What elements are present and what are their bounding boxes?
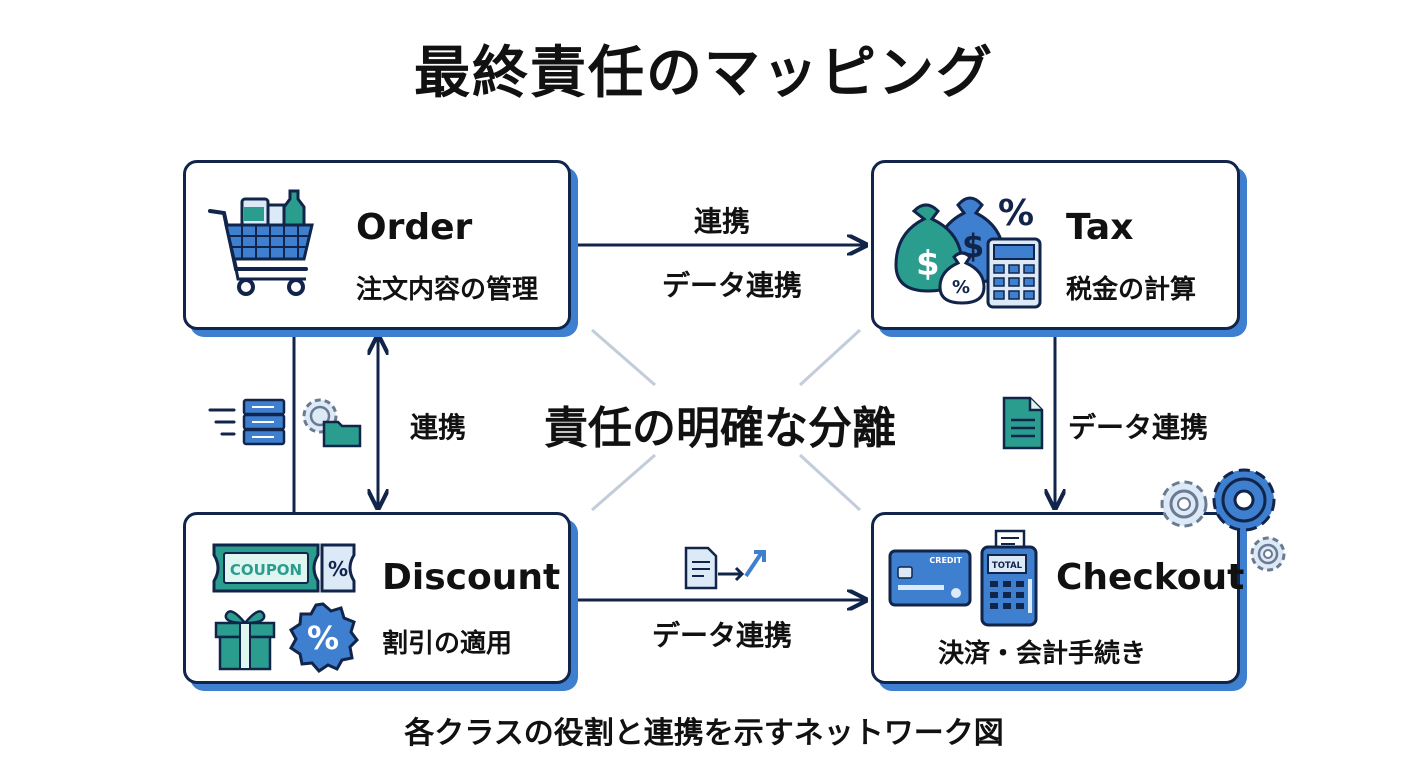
order-subtitle: 注文内容の管理 xyxy=(356,275,539,305)
payment-terminal-icon: TOTAL xyxy=(980,529,1038,627)
diagonal-line-top-right xyxy=(798,328,862,387)
credit-label: CREDIT xyxy=(929,556,962,565)
diagonal-line-top-left xyxy=(591,328,656,387)
percent-badge-label: % xyxy=(307,619,339,657)
order-node: Order 注文内容の管理 xyxy=(183,160,571,330)
discount-subtitle: 割引の適用 xyxy=(382,629,513,659)
diagram-caption: 各クラスの役割と連携を示すネットワーク図 xyxy=(404,716,1004,751)
total-label: TOTAL xyxy=(992,561,1023,571)
center-label: 責任の明確な分離 xyxy=(544,403,896,454)
svg-text:%: % xyxy=(998,193,1034,234)
checkout-title: Checkout xyxy=(1056,557,1245,598)
page-title: 最終責任のマッピング xyxy=(414,41,994,106)
edge-label-order-discount: 連携 xyxy=(410,411,467,444)
document-icon xyxy=(1002,396,1044,450)
edge-label-order-tax-top: 連携 xyxy=(694,205,751,238)
tax-title: Tax xyxy=(1066,207,1134,248)
checkout-node: CREDIT TOTAL Checkout 決済・会計手続き xyxy=(871,512,1244,684)
gears-icon xyxy=(1160,468,1286,572)
tax-node: $ $ % % Tax 税金の計算 xyxy=(871,160,1240,330)
order-title: Order xyxy=(356,207,473,248)
settings-folder-icon xyxy=(302,398,362,448)
edge-label-tax-checkout: データ連携 xyxy=(1068,411,1209,444)
checkout-subtitle: 決済・会計手続き xyxy=(938,639,1147,669)
coupon-label: COUPON xyxy=(230,561,302,579)
discount-node: COUPON % % Discount 割引の適用 xyxy=(183,512,571,684)
diagonal-line-bottom-right xyxy=(798,453,862,512)
percent-badge-icon: % xyxy=(289,602,359,673)
svg-text:%: % xyxy=(952,277,970,298)
shopping-cart-icon xyxy=(208,189,314,296)
svg-text:%: % xyxy=(328,557,348,581)
svg-text:$: $ xyxy=(916,244,940,284)
coupon-icon: COUPON % xyxy=(212,543,356,593)
document-transfer-icon xyxy=(684,546,766,590)
discount-title: Discount xyxy=(382,557,561,598)
tax-subtitle: 税金の計算 xyxy=(1066,275,1197,305)
gift-box-icon xyxy=(214,610,276,671)
diagonal-line-bottom-left xyxy=(591,453,656,512)
money-bags-calculator-icon: $ $ % % xyxy=(894,193,1042,309)
edge-label-order-tax-bottom: データ連携 xyxy=(662,269,803,302)
credit-card-icon: CREDIT xyxy=(888,549,972,607)
server-stack-icon xyxy=(208,398,286,446)
edge-label-discount-checkout: データ連携 xyxy=(652,619,793,652)
